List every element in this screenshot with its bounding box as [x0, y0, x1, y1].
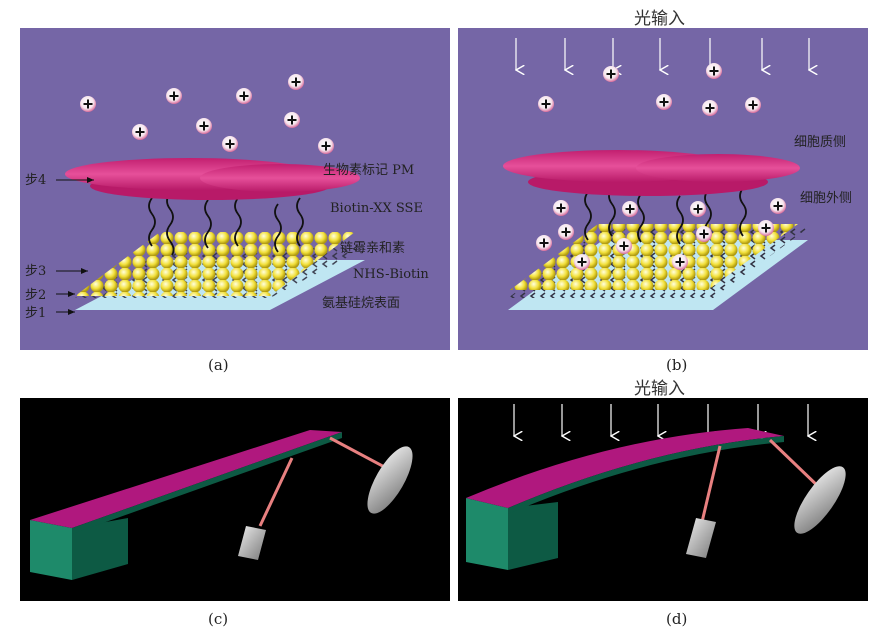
- caption-a: (a): [208, 356, 229, 374]
- biotin-xx-label: Biotin-XX SSE: [330, 201, 423, 216]
- laser-icon: [686, 518, 716, 558]
- cytoplasmic-side-label: 细胞质侧: [794, 135, 846, 150]
- caption-b: (b): [666, 356, 688, 374]
- biotin-linkers: [148, 192, 304, 256]
- light-driven-proton-pump-diagram: 细胞质侧 细胞外侧: [458, 28, 868, 350]
- panel-d: [458, 398, 868, 605]
- step-3-label: 步3: [25, 264, 46, 279]
- detector-mirror-icon: [367, 446, 413, 514]
- caption-c: (c): [208, 610, 229, 628]
- cantilever-beam: [30, 430, 342, 528]
- step-2-label: 步2: [25, 288, 46, 303]
- panel-a: 步4 步3 步2 步1 生物素标记 PM Biotin-XX SSE 链霉亲和素…: [20, 28, 450, 354]
- bent-cantilever-diagram: [458, 398, 868, 601]
- cantilever-beam-bent: [466, 428, 784, 508]
- extracellular-side-label: 细胞外侧: [800, 191, 852, 206]
- caption-d: (d): [666, 610, 688, 628]
- laser-icon: [238, 526, 266, 560]
- light-input-title-d: 光输入: [634, 379, 685, 399]
- light-input-title-b: 光输入: [634, 9, 685, 29]
- light-arrows: [516, 38, 809, 70]
- nhs-biotin-label: NHS-Biotin: [353, 267, 429, 282]
- step-4-label: 步4: [25, 173, 46, 188]
- streptavidin-label: 链霉亲和素: [340, 241, 405, 256]
- biotin-membrane-assembly-diagram: 步4 步3 步2 步1 生物素标记 PM Biotin-XX SSE 链霉亲和素…: [20, 28, 450, 350]
- detector-mirror-icon: [794, 466, 846, 534]
- cantilever-diagram: [20, 398, 450, 601]
- panel-c: [20, 398, 450, 605]
- aminosilane-label: 氨基硅烷表面: [322, 296, 400, 311]
- step-1-label: 步1: [25, 306, 46, 321]
- streptavidin-layer: [75, 232, 355, 296]
- panel-b: 细胞质侧 细胞外侧: [458, 28, 868, 354]
- pm-label: 生物素标记 PM: [323, 163, 414, 178]
